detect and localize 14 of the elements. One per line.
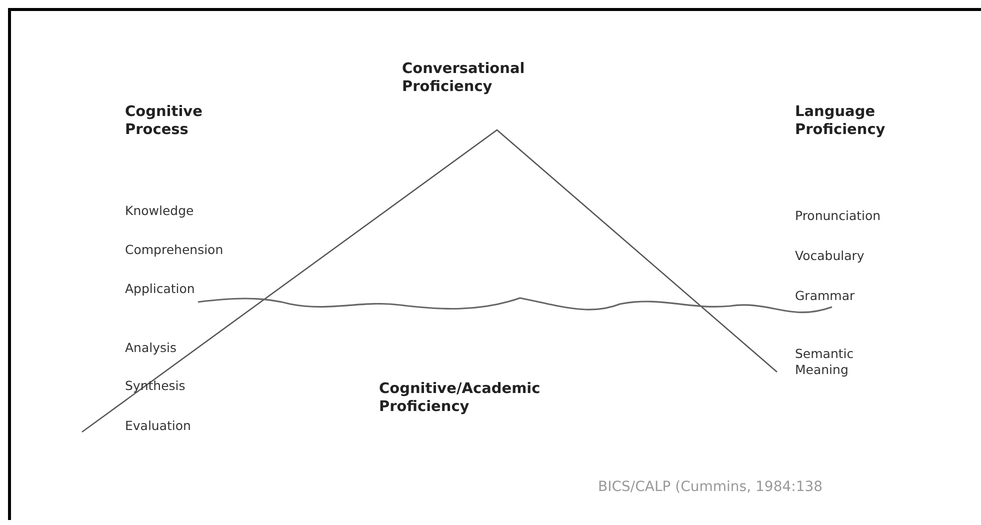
heading-text: Cognitive Process [125, 103, 204, 140]
list-item-text: Evaluation [125, 418, 191, 434]
heading-text: Cognitive/Academic Proficiency [379, 380, 542, 416]
list-item-text: Knowledge [125, 203, 194, 219]
list-item-text: Vocabulary [795, 248, 864, 264]
citation-text: BICS/CALP (Cummins, 1984:138 [598, 479, 823, 496]
list-item-text: Semantic Meaning [795, 346, 855, 378]
heading-text: Language Proficiency [795, 103, 886, 140]
list-item-text: Comprehension [125, 242, 224, 258]
list-item-text: Application [125, 281, 195, 297]
list-item-text: Analysis [125, 340, 177, 356]
heading-text: Conversational Proficiency [402, 60, 526, 96]
list-item-text: Grammar [795, 288, 855, 304]
list-item-text: Pronunciation [795, 208, 881, 224]
